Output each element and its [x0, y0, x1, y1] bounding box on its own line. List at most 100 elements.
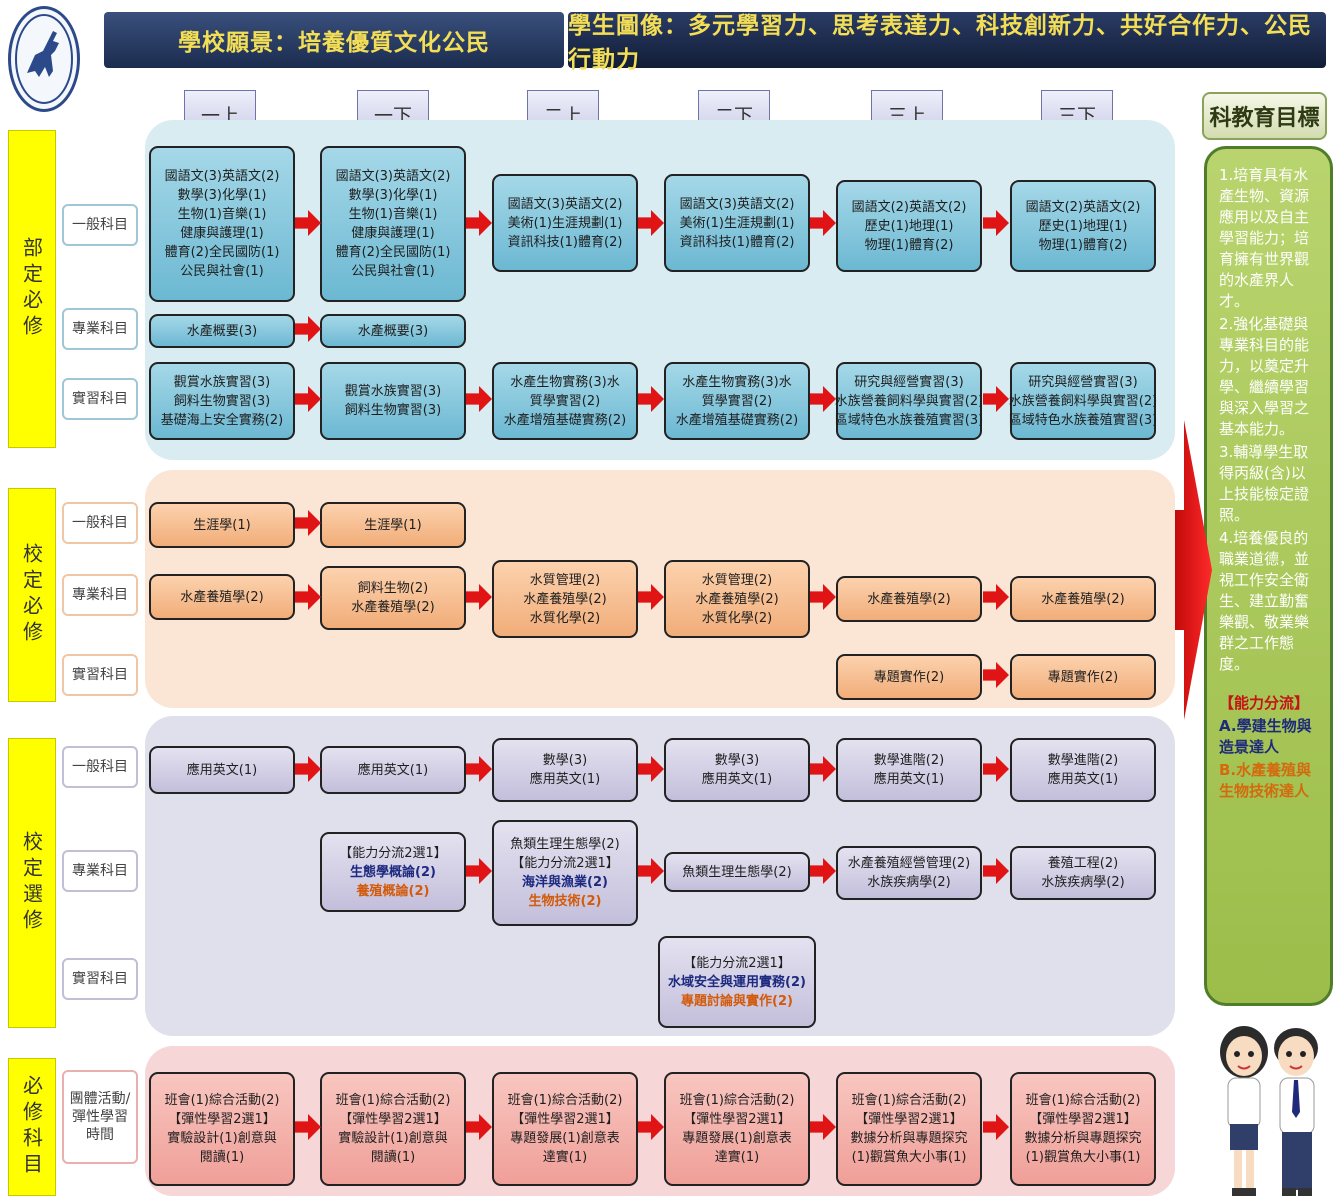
course-line: 班會(1)綜合活動(2): [851, 1093, 967, 1108]
red-arrow-icon: [638, 858, 664, 884]
course-line: 質學實習(2): [701, 393, 773, 409]
course-box-school-professional: 水產養殖學(2): [836, 576, 982, 622]
course-box-elective-professional: 養殖工程(2) 水族疾病學(2): [1010, 846, 1156, 900]
course-box-elective-general: 應用英文(1): [149, 746, 295, 794]
course-box-dept-practical: 水產生物實務(3)水質學實習(2)水產增殖基礎實務(2): [664, 362, 810, 440]
course-line: 水質化學(2): [529, 610, 601, 626]
course-box-dept-professional: 水產概要(3): [320, 314, 466, 348]
course-line: 養殖工程(2): [1047, 856, 1119, 871]
course-box-elective-professional: 【能力分流2選1】生態學概論(2)養殖概論(2): [320, 832, 466, 912]
course-box-required-subject: 班會(1)綜合活動(2)【彈性學習2選1】數據分析與專題探究(1)觀賞魚大小事(…: [1010, 1072, 1156, 1186]
course-box-school-professional: 水產養殖學(2): [1010, 576, 1156, 622]
red-arrow-icon: [638, 584, 664, 610]
course-line: 體育(2)全民國防(1): [164, 245, 280, 260]
course-box-dept-general: 國語文(2)英語文(2)歷史(1)地理(1)物理(1)體育(2): [1010, 180, 1156, 272]
course-line: 生態學概論(2): [350, 864, 436, 880]
red-arrow-icon: [983, 210, 1009, 236]
course-box-dept-general: 國語文(3)英語文(2)美術(1)生涯規劃(1)資訊科技(1)體育(2): [492, 174, 638, 272]
course-box-required-subject: 班會(1)綜合活動(2)【彈性學習2選1】實驗設計(1)創意與閱讀(1): [320, 1072, 466, 1186]
course-box-school-professional: 飼料生物(2)水產養殖學(2): [320, 566, 466, 630]
course-line: 數學進階(2): [1047, 753, 1119, 768]
band-required-subjects: [145, 1046, 1175, 1196]
course-line: 水質化學(2): [701, 610, 773, 626]
course-box-school-professional: 水質管理(2) 水產養殖學(2) 水質化學(2): [492, 560, 638, 638]
course-line: 美術(1)生涯規劃(1): [679, 215, 795, 231]
course-line: 水產養殖學(2): [867, 591, 951, 607]
course-box-elective-general: 數學(3) 應用英文(1): [492, 738, 638, 802]
course-box-school-practical: 專題實作(2): [1010, 654, 1156, 700]
course-line: 班會(1)綜合活動(2): [335, 1093, 451, 1108]
red-arrow-icon: [466, 756, 492, 782]
goal-item-4: 4.培養優良的職業道德，並視工作安全衛生、建立勤奮樂觀、敬業樂群之工作態度。: [1219, 529, 1310, 673]
course-box-dept-general: 國語文(3)英語文(2)美術(1)生涯規劃(1)資訊科技(1)體育(2): [664, 174, 810, 272]
course-line: 應用英文(1): [186, 762, 258, 778]
course-box-dept-professional: 水產概要(3): [149, 314, 295, 348]
course-line: 水產增殖基礎實務(2): [503, 412, 627, 428]
red-arrow-icon: [810, 210, 836, 236]
red-arrow-icon: [638, 1114, 664, 1140]
course-line: 數學(3): [542, 753, 588, 768]
course-line: 水產養殖學(2): [351, 600, 435, 615]
course-line: 國語文(2)英語文(2): [1025, 199, 1141, 215]
sub-professional: 專業科目: [62, 850, 138, 892]
red-arrow-icon: [983, 858, 1009, 884]
deer-emblem-icon: [15, 14, 73, 104]
category-school-required: 校定必修: [8, 488, 56, 702]
sub-general: 一般科目: [62, 204, 138, 246]
course-line: 生涯學(1): [364, 517, 422, 533]
course-box-elective-general: 數學進階(2)應用英文(1): [1010, 738, 1156, 802]
track-a: A.學建生物與造景達人: [1219, 717, 1312, 756]
course-line: 實驗設計(1)創意與: [167, 1131, 277, 1146]
course-line: 生物(1)音樂(1): [177, 207, 267, 222]
course-box-elective-professional: 魚類生理生態學(2): [664, 852, 810, 892]
red-arrow-icon: [983, 1114, 1009, 1140]
course-box-dept-practical: 觀賞水族實習(3)飼料生物實習(3)基礎海上安全實務(2): [149, 362, 295, 440]
course-line: 專題討論與實作(2): [681, 993, 793, 1009]
red-arrow-icon: [294, 584, 321, 610]
sub-general: 一般科目: [62, 746, 138, 788]
red-arrow-icon: [294, 510, 321, 536]
course-line: 專題發展(1)創意表: [510, 1131, 620, 1146]
red-arrow-icon: [294, 210, 321, 236]
course-line: 數學(3): [714, 753, 760, 768]
course-line: 水產增殖基礎實務(2): [675, 412, 799, 428]
goals-title: 科教育目標: [1202, 92, 1327, 140]
red-arrow-icon: [638, 210, 664, 236]
course-line: 應用英文(1): [357, 762, 429, 778]
students-illustration-icon: [1220, 1026, 1318, 1196]
course-line: 魚類生理生態學(2): [682, 864, 792, 880]
course-line: (1)觀賞魚大小事(1): [851, 1150, 967, 1165]
goal-item-1: 1.培育具有水產生物、資源應用以及自主學習能力；培育擁有世界觀的水產界人才。: [1219, 166, 1310, 310]
red-arrow-icon: [466, 1114, 492, 1140]
course-line: 應用英文(1): [529, 772, 601, 787]
course-box-dept-practical: 水產生物實務(3)水質學實習(2)水產增殖基礎實務(2): [492, 362, 638, 440]
course-box-elective-professional: 魚類生理生態學(2)【能力分流2選1】海洋與漁業(2)生物技術(2): [492, 820, 638, 926]
course-line: 專題實作(2): [1047, 669, 1119, 685]
course-box-required-subject: 班會(1)綜合活動(2)【彈性學習2選1】實驗設計(1)創意與閱讀(1): [149, 1072, 295, 1186]
course-line: 水域安全與運用實務(2): [668, 974, 806, 990]
goal-item-2: 2.強化基礎與專業科目的能力，以奠定升學、繼續學習與深入學習之基本能力。: [1219, 315, 1310, 438]
red-arrow-icon: [983, 756, 1009, 782]
course-line: 水質管理(2): [529, 572, 601, 588]
course-line: 【彈性學習2選1】: [511, 1112, 619, 1127]
course-line: 達實(1): [714, 1150, 760, 1165]
category-school-elective: 校定選修: [8, 738, 56, 1028]
red-arrow-icon: [810, 858, 836, 884]
course-line: 水族營養飼料學與實習(2): [1008, 393, 1158, 409]
red-arrow-icon: [810, 386, 836, 412]
course-line: 資訊科技(1)體育(2): [507, 234, 623, 250]
course-line: 達實(1): [542, 1150, 588, 1165]
red-arrow-icon: [294, 386, 321, 412]
course-line: 健康與護理(1): [180, 226, 264, 241]
track-b: B.水產養殖與生物技術達人: [1219, 761, 1312, 800]
portrait-banner: 學生圖像：多元學習力、思考表達力、科技創新力、共好合作力、公民行動力: [568, 12, 1326, 73]
course-line: 水產養殖學(2): [180, 589, 264, 605]
course-line: 飼料生物實習(3): [344, 403, 442, 418]
course-line: 數學進階(2): [873, 753, 945, 768]
course-line: 水產養殖學(2): [523, 591, 607, 607]
course-line: 【彈性學習2選1】: [683, 1112, 791, 1127]
course-line: 水族疾病學(2): [1041, 875, 1125, 890]
course-line: 水產概要(3): [357, 323, 429, 339]
course-line: 水產生物實務(3)水: [510, 374, 620, 390]
goal-item-3: 3.輔導學生取得丙級(含)以上技能檢定證照。: [1219, 443, 1310, 524]
